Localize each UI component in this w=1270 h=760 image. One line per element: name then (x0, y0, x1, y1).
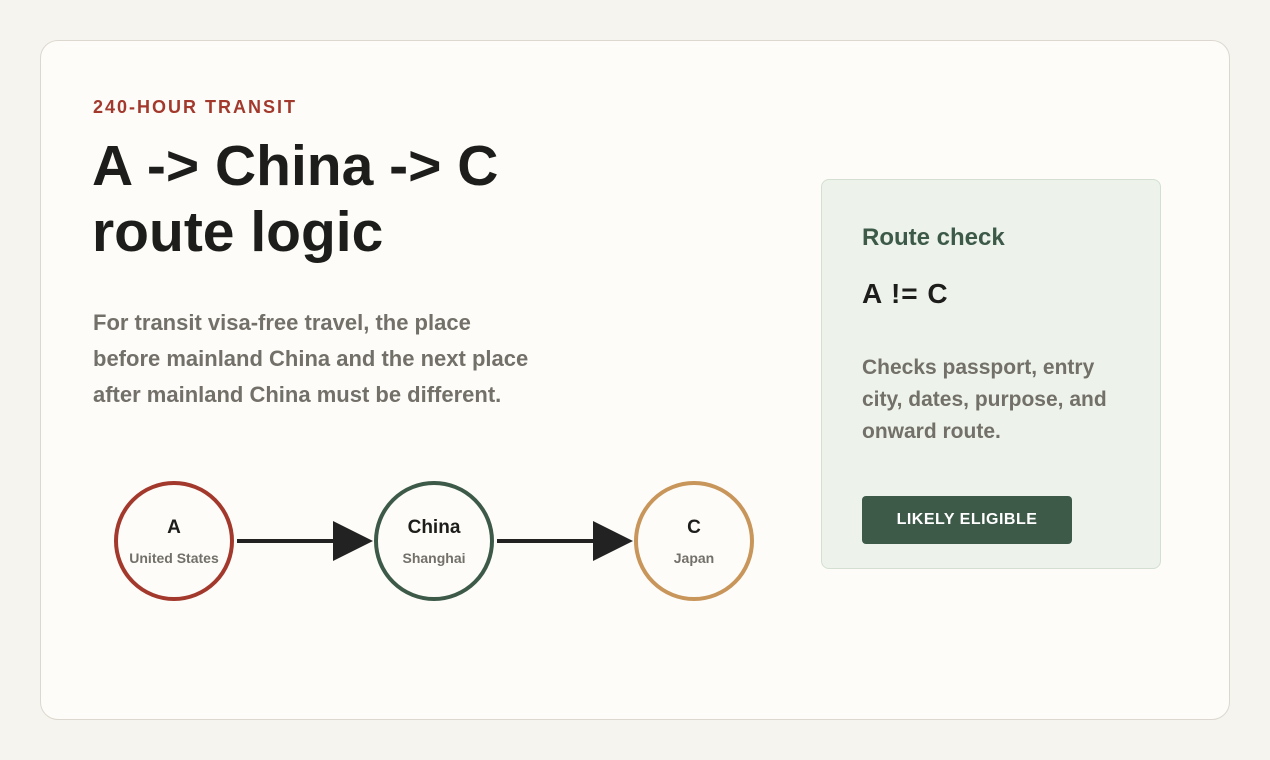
route-node-origin: A United States (114, 481, 234, 601)
destination-label: C (687, 517, 701, 538)
likely-eligible-button[interactable]: LIKELY ELIGIBLE (862, 496, 1072, 544)
route-rule: A != C (862, 278, 949, 309)
route-check-description: Checks passport, entry city, dates, purp… (862, 356, 1107, 443)
transit-circle (374, 481, 494, 601)
origin-circle (114, 481, 234, 601)
arrow-head-a-china (333, 521, 373, 561)
origin-place: United States (129, 550, 219, 566)
origin-label: A (167, 517, 181, 538)
page-title: A -> China -> C route logic (92, 134, 499, 264)
destination-place: Japan (674, 550, 714, 566)
destination-circle (634, 481, 754, 601)
route-check-panel: Route check A != C Checks passport, entr… (821, 179, 1161, 569)
transit-card: 240-HOUR TRANSIT A -> China -> C route l… (40, 40, 1230, 720)
route-node-destination: C Japan (634, 481, 754, 601)
rule-description: For transit visa-free travel, the place … (93, 310, 529, 407)
route-check-title: Route check (862, 224, 1005, 251)
arrow-head-china-c (593, 521, 633, 561)
transit-place: Shanghai (402, 550, 465, 566)
route-diagram: A United States China Shanghai C Japan (114, 481, 754, 601)
route-node-transit: China Shanghai (374, 481, 494, 601)
eyebrow-label: 240-HOUR TRANSIT (93, 97, 298, 117)
transit-label: China (408, 517, 461, 538)
